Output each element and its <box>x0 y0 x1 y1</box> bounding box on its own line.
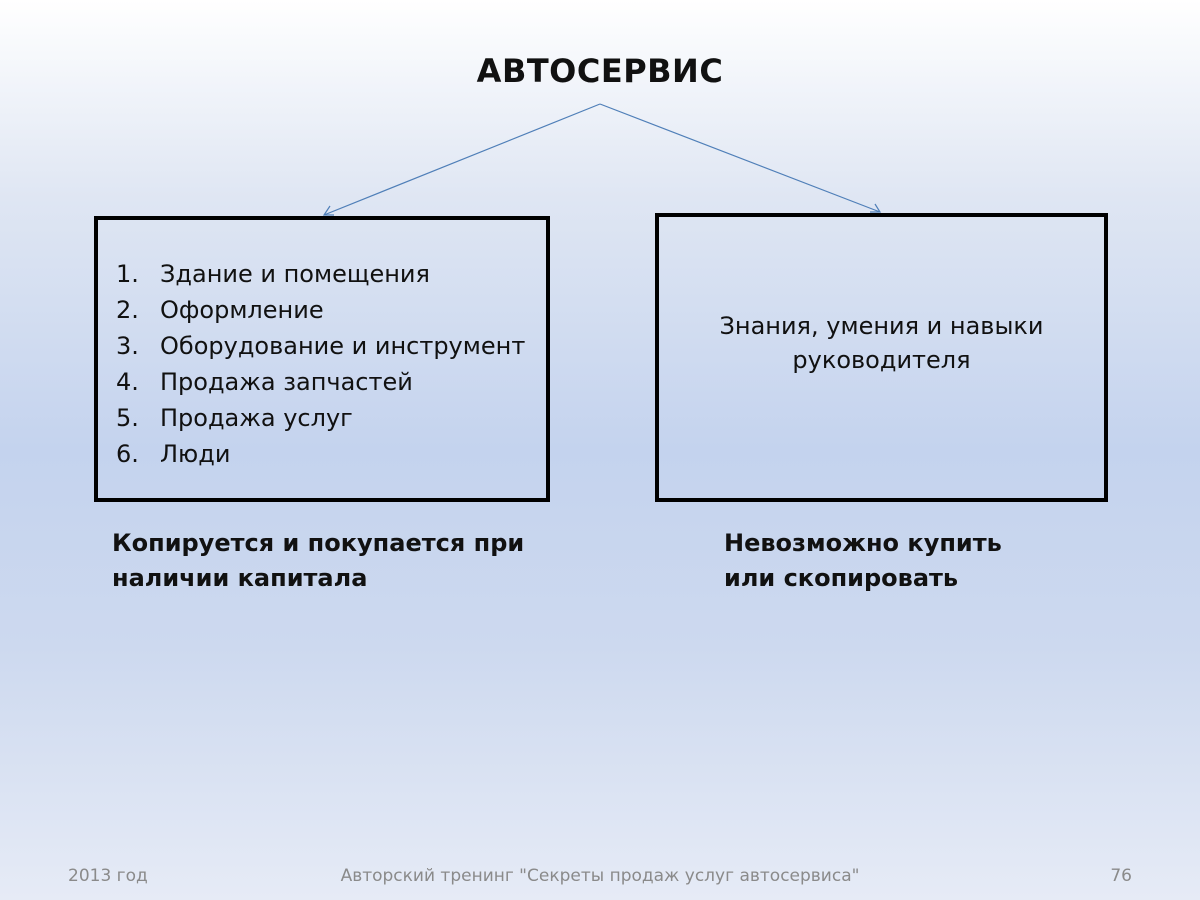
right-box-text: Знания, умения и навыки руководителя <box>719 312 1044 374</box>
arrowhead-left <box>322 205 334 216</box>
list-item: 2.Оформление <box>116 296 324 324</box>
right-caption: Невозможно купить или скопировать <box>724 529 1002 592</box>
list-item: 5.Продажа услуг <box>116 404 353 432</box>
right-box: Знания, умения и навыки руководителя <box>655 213 1108 502</box>
list-item: 4.Продажа запчастей <box>116 368 413 396</box>
footer-year: 2013 год <box>68 866 148 886</box>
arrow-to-left-box <box>323 103 601 216</box>
resource-list: 1.Здание и помещения 2.Оформление 3.Обор… <box>116 256 525 472</box>
left-box: 1.Здание и помещения 2.Оформление 3.Обор… <box>94 216 550 502</box>
arrowhead-right <box>870 203 882 213</box>
slide-number: 76 <box>1110 866 1132 886</box>
list-item: 6.Люди <box>116 440 231 468</box>
footer-training-title: Авторский тренинг "Секреты продаж услуг … <box>340 866 860 886</box>
left-caption: Копируется и покупается при наличии капи… <box>112 529 525 592</box>
list-item: 3.Оборудование и инструмент <box>116 332 526 360</box>
list-item: 1.Здание и помещения <box>116 260 430 288</box>
diagram-title: АВТОСЕРВИС <box>476 52 724 90</box>
arrow-to-right-box <box>599 103 881 213</box>
